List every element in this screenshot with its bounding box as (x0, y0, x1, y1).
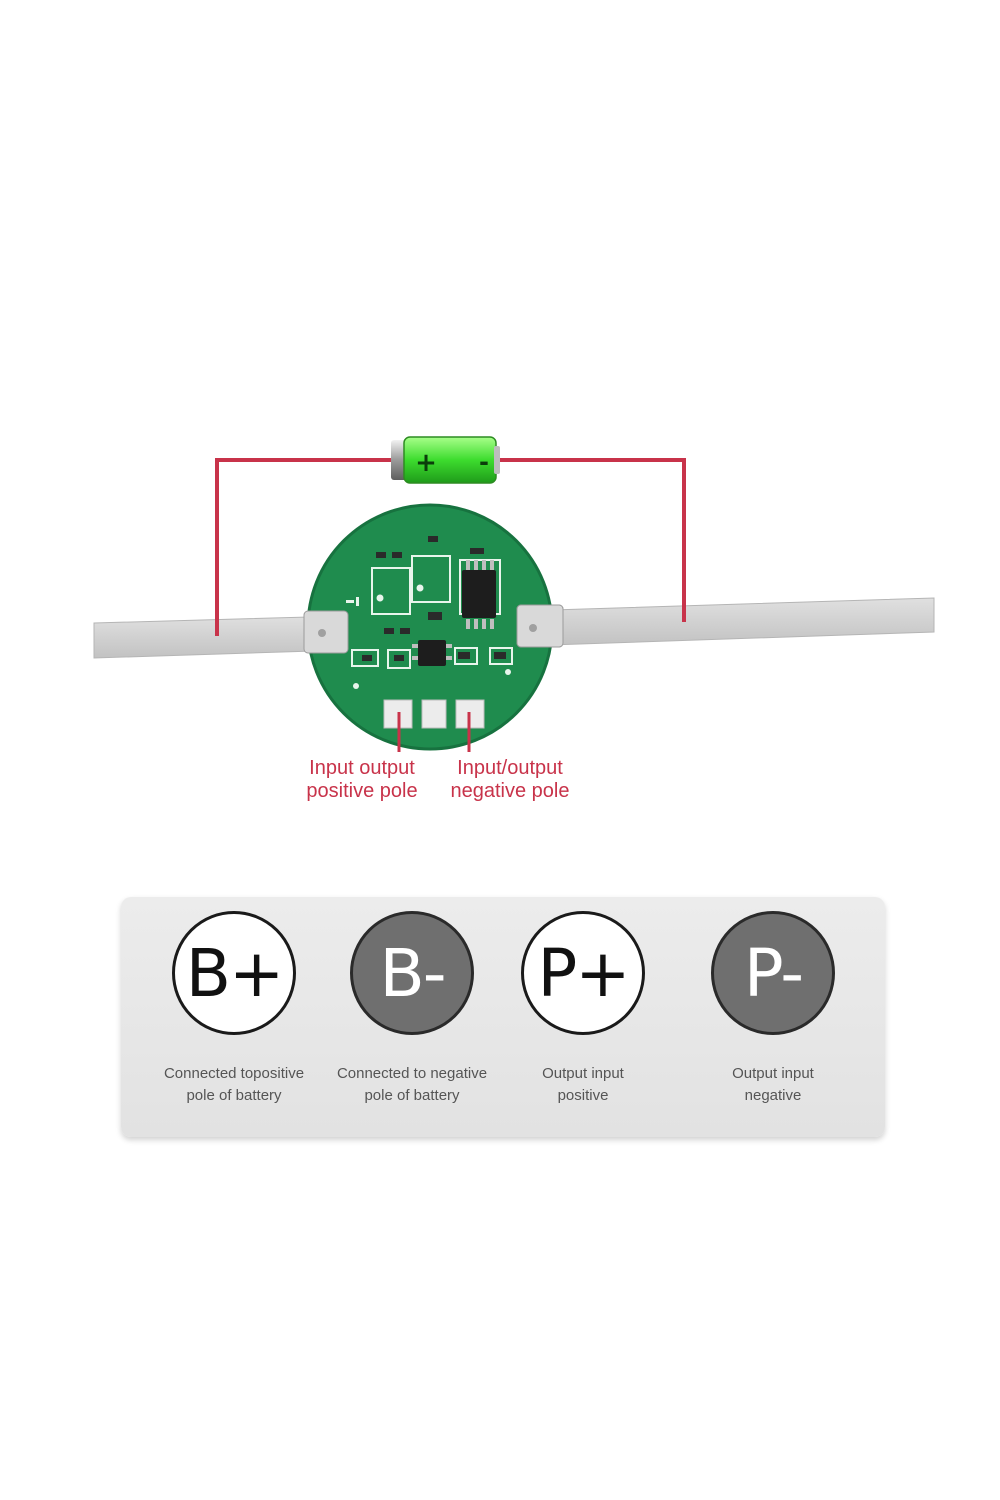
legend-desc-b-minus: Connected to negative pole of battery (336, 1065, 488, 1104)
wire-negative (498, 458, 686, 620)
battery-cell-icon: + - (391, 436, 500, 484)
legend-item-p-minus: P- Output input negative (678, 911, 868, 1107)
nickel-strip-right (519, 597, 935, 647)
legend-desc-p-minus: Output input negative (732, 1065, 814, 1104)
p-minus-symbol: P- (711, 911, 835, 1035)
legend-item-b-plus: B+ Connected topositive pole of battery (139, 911, 329, 1107)
b-plus-symbol: B+ (172, 911, 296, 1035)
b-minus-symbol: B- (350, 911, 474, 1035)
battery-positive-symbol: + (415, 448, 437, 478)
legend-desc-p-plus: Output input positive (542, 1065, 624, 1104)
battery-negative-symbol: - (479, 448, 489, 476)
label-input-output-positive: Input output positive pole (306, 757, 418, 802)
p-plus-symbol: P+ (521, 911, 645, 1035)
legend-item-p-plus: P+ Output input positive (488, 911, 678, 1107)
label-input-output-negative: Input/output negative pole (450, 757, 570, 802)
terminal-legend-panel: B+ Connected topositive pole of battery … (121, 897, 885, 1137)
legend-desc-b-plus: Connected topositive pole of battery (163, 1065, 305, 1104)
legend-item-b-minus: B- Connected to negative pole of battery (317, 911, 507, 1107)
bms-board-diagram: + - (93, 436, 935, 752)
pcb-board (303, 503, 564, 751)
wire-positive (215, 458, 395, 633)
